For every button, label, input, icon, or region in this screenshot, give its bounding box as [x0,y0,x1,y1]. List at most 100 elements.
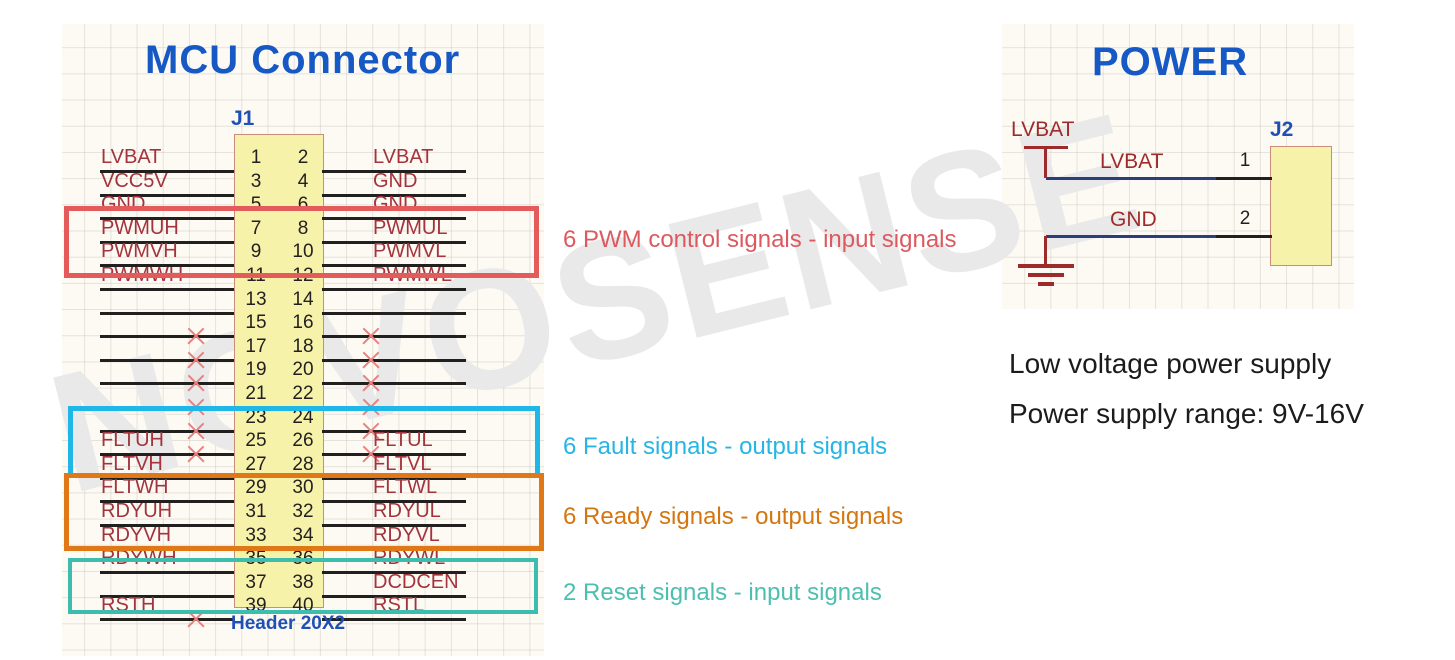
j1-net-label-FLTWH: FLTWH [101,476,169,499]
lvbat-port-label: LVBAT [1011,118,1075,141]
j1-pin-number-2: 2 [297,147,309,168]
ready-group-highlight [64,473,544,551]
lvbat-port-stem-icon [1044,146,1047,178]
fault-group-highlight [68,406,540,478]
j1-wire-left-17 [100,358,234,362]
j1-part-name: Header 20X2 [231,613,346,634]
j1-wire-left-23 [100,429,234,433]
j1-wire-right-18 [322,358,466,362]
j1-wire-right-10 [322,264,466,268]
j1-wire-right-28 [322,476,466,480]
j1-pin-number-20: 20 [292,359,314,381]
mcu-connector-title: MCU Connector [145,38,461,82]
j1-pin-number-4: 4 [297,170,309,192]
j1-pin-number-15: 15 [245,312,267,334]
j1-wire-right-40 [322,618,466,622]
j1-net-label-FLTWL-30: FLTWL [373,476,438,499]
j1-pin-number-17: 17 [245,335,267,357]
j1-net-label-PWMUL-8: PWMUL [373,216,448,239]
j2-pin-1-number: 1 [1239,150,1251,171]
j1-wire-left-31 [100,524,234,527]
j1-net-label-FLTUH: FLTUH [101,429,164,452]
j1-pin-number-1: 1 [250,147,262,168]
j1-wire-right-26 [322,453,466,457]
j1-wire-right-16 [322,335,466,339]
j1-wire-left-5 [100,217,234,221]
j1-wire-left-9 [100,264,234,268]
j1-wire-right-20 [322,382,466,386]
reset-annotation: 2 Reset signals - input signals [563,579,882,606]
j1-pin-number-29: 29 [245,477,267,499]
j1-net-label-LVBAT-2: LVBAT [373,146,434,168]
j1-wire-right-14 [322,311,466,315]
j1-net-label-FLTVL-28: FLTVL [373,452,432,475]
j1-pin-number-23: 23 [245,406,267,428]
j1-wire-left-1 [100,170,234,173]
j1-wire-left-13 [100,311,234,315]
no-connect-cross-icon-pin-18 [360,349,382,371]
ready-annotation: 6 Ready signals - output signals [563,503,904,530]
j1-net-label-RDYVL-34: RDYVL [373,523,440,546]
j2-designator: J2 [1270,118,1294,141]
power-title: POWER [1092,40,1249,84]
j1-pin-number-8: 8 [297,217,309,239]
j1-pin-number-25: 25 [245,430,267,452]
pwm-annotation: 6 PWM control signals - input signals [563,226,957,253]
lvbat-net-wire [1046,177,1218,180]
j1-wire-left-39 [100,618,234,622]
j1-pin-number-7: 7 [250,217,262,239]
j2-pin-2-number: 2 [1239,208,1251,229]
j1-wire-right-2 [322,170,466,173]
j1-net-label-PWMUH: PWMUH [101,216,179,239]
pwm-group-highlight [64,206,539,278]
j1-pin-number-14: 14 [292,288,314,310]
j1-wire-left-25 [100,453,234,457]
j2-connector-body [1270,146,1332,266]
lvbat-net-label: LVBAT [1100,150,1164,173]
j1-pin-number-24: 24 [292,406,314,428]
j1-pin-number-32: 32 [292,501,314,522]
no-connect-cross-icon-pin-19 [185,372,207,394]
j1-pin-number-37: 37 [245,571,267,593]
j1-pin-number-3: 3 [250,170,262,192]
j1-pin-number-38: 38 [292,571,314,593]
j1-pin-number-9: 9 [250,241,262,263]
j1-net-label-RDYVH: RDYVH [101,523,172,546]
j1-wire-left-37 [100,594,234,598]
gnd-net-wire [1046,235,1218,238]
j1-wire-right-38 [322,594,466,598]
j1-net-label-RDYUL-32: RDYUL [373,500,441,522]
j1-wire-right-30 [322,500,466,504]
gnd-port-stem-icon [1044,236,1047,266]
j1-wire-right-24 [322,429,466,433]
j1-pin-number-33: 33 [245,524,267,546]
j1-wire-left-27 [100,476,234,480]
j1-net-label-LVBAT: LVBAT [101,146,162,168]
j1-pin-number-19: 19 [245,359,267,381]
j1-pin-number-13: 13 [245,288,267,310]
j1-wire-right-32 [322,524,466,527]
j1-wire-left-19 [100,382,234,386]
j1-pin-number-18: 18 [292,335,314,357]
no-connect-cross-icon-pin-17 [185,349,207,371]
gnd-pin-wire [1216,235,1272,238]
gnd-port-bar3-icon [1038,282,1054,286]
j1-wire-left-11 [100,288,234,291]
j1-wire-left-3 [100,193,234,197]
j1-pin-number-27: 27 [245,453,267,475]
power-note-line-1: Low voltage power supply [1009,348,1332,379]
j1-pin-number-28: 28 [292,453,314,475]
lvbat-port-bar-icon [1024,146,1068,149]
j1-net-label-GND-4: GND [373,169,418,192]
j1-pin-number-34: 34 [292,524,314,546]
j1-net-label-PWMVH: PWMVH [101,240,178,263]
j1-wire-left-35 [100,571,234,575]
j1-pin-number-16: 16 [292,312,314,334]
j1-wire-right-8 [322,240,466,244]
j1-net-label-PWMVL-10: PWMVL [373,240,447,263]
j1-net-label-VCC5V: VCC5V [101,169,168,192]
j1-pin-number-5: 5 [250,194,262,216]
j1-pin-number-10: 10 [292,241,314,263]
j1-wire-right-36 [322,571,466,575]
reset-group-highlight [68,558,538,614]
